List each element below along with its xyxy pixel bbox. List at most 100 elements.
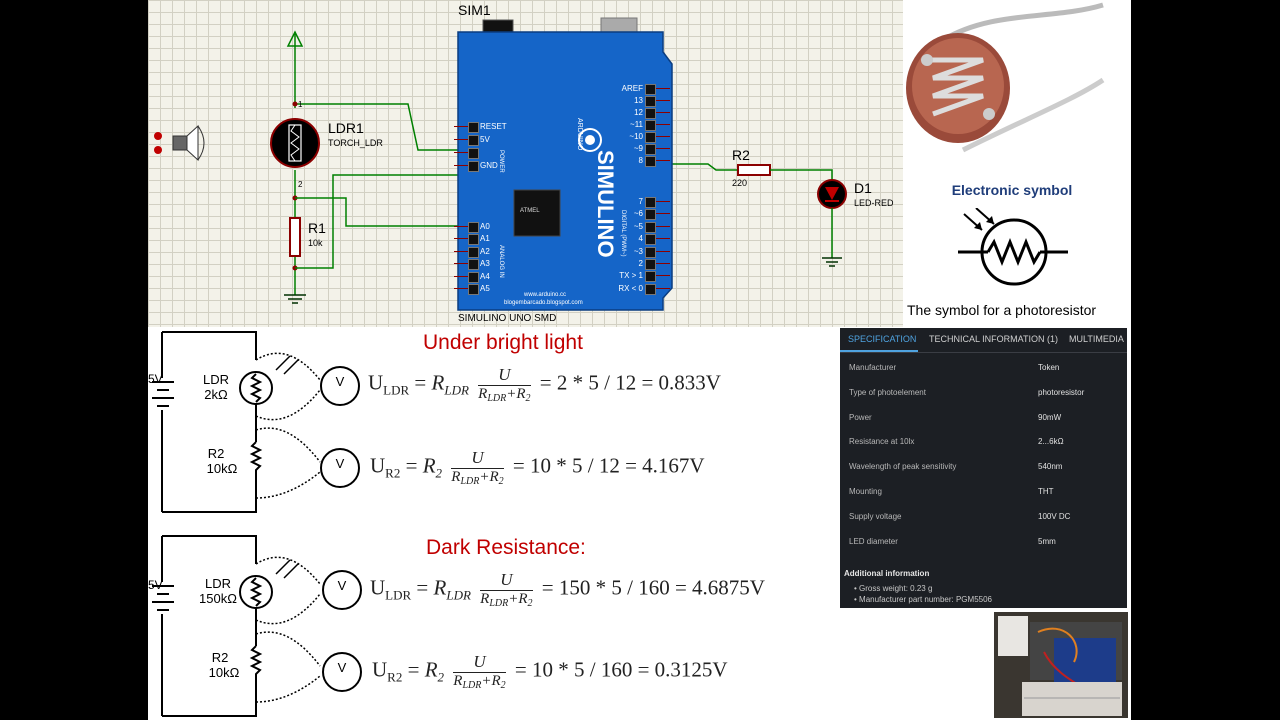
digital-pin-label: ~6 <box>633 209 643 219</box>
analog-pin-label: A5 <box>480 284 490 293</box>
spec-value: 2...6kΩ <box>1038 437 1064 447</box>
analog-label: ANALOG IN <box>498 245 504 278</box>
pin-socket <box>645 221 656 233</box>
dark-r2-label: R2 <box>211 650 229 665</box>
analog-pin-label: A3 <box>480 259 490 269</box>
spec-key: Resistance at 10lx <box>849 437 915 447</box>
bright-battery-label: 5V <box>148 372 163 386</box>
digital-pin-label: ~11 <box>630 120 643 129</box>
pin-lead <box>656 250 670 252</box>
analog-pin-label: A1 <box>480 234 490 244</box>
pin-socket <box>468 246 479 258</box>
pin-lead <box>656 201 670 202</box>
pin-socket <box>468 284 479 295</box>
bright-ldr-value: 2kΩ <box>204 387 228 402</box>
pin-socket <box>645 108 656 119</box>
r1-value: 10k <box>308 238 323 248</box>
bright-title: Under bright light <box>423 331 583 354</box>
digital-pin-label: RX < 0 <box>618 283 643 293</box>
pin-lead <box>656 88 670 89</box>
digital-pin-label: 12 <box>634 108 643 117</box>
pin-socket <box>645 271 656 283</box>
pin-socket <box>468 222 479 233</box>
analog-pin-label: A4 <box>480 271 490 281</box>
chip-text: ATMEL <box>520 208 540 214</box>
r2-name: R2 <box>732 147 750 163</box>
pin-socket <box>468 271 479 283</box>
bright-ldr-label: LDR <box>202 372 229 387</box>
ldr-name: LDR1 <box>328 120 364 136</box>
symbol-caption-title: Electronic symbol <box>951 182 1073 198</box>
r2-value: 220 <box>732 178 748 188</box>
pin-lead <box>454 263 468 265</box>
spec-value: 90mW <box>1038 412 1062 422</box>
additional-info-item: • Gross weight: 0.23 g <box>854 584 933 593</box>
dark-meter-2: V <box>337 660 347 675</box>
bright-r2-label: R2 <box>207 446 225 461</box>
bright-r2-value: 10kΩ <box>206 461 238 476</box>
ldr-model: TORCH_LDR <box>328 138 383 148</box>
symbol-caption: The symbol for a photoresistor <box>907 302 1097 318</box>
footer-text-2: blogembarcado.blogspot.com <box>504 300 583 306</box>
slide-content: SIM1 LDR1 TORCH_LDR 1 2 R1 10k R2 220 D1… <box>148 0 1131 720</box>
digital-pin-label: ~10 <box>629 132 643 141</box>
spec-key: Mounting <box>849 487 882 496</box>
pin-socket <box>468 122 479 133</box>
footer-text-1: www.arduino.cc <box>524 292 567 298</box>
photoresistor-symbol-icon <box>958 208 1068 286</box>
pin-lead <box>656 238 670 240</box>
tab-specification[interactable]: SPECIFICATION <box>848 334 917 344</box>
pin-socket <box>645 197 656 208</box>
power-pin-label: GND <box>480 161 498 170</box>
pin-socket <box>468 234 479 246</box>
pin-socket <box>468 148 479 159</box>
pin-lead <box>454 126 468 127</box>
pin-lead <box>454 152 468 153</box>
pin-socket <box>645 84 656 95</box>
pin-lead <box>656 112 670 113</box>
pin-lead <box>454 238 468 240</box>
d1-name: D1 <box>854 180 872 196</box>
dark-ldr-value: 150kΩ <box>199 591 237 606</box>
digital-pin-label: TX > 1 <box>619 271 643 281</box>
pin-lead <box>454 250 468 252</box>
pin-lead <box>656 287 670 289</box>
pin-socket <box>645 156 656 167</box>
bright-meter-1: V <box>335 374 345 389</box>
spec-key: Wavelength of peak sensitivity <box>849 462 957 472</box>
pin-socket <box>645 209 656 221</box>
pin-socket <box>645 234 656 246</box>
pin-socket <box>468 135 479 146</box>
pin-lead <box>656 148 670 149</box>
breadboard-photo <box>994 612 1128 718</box>
pin-lead <box>656 136 670 137</box>
spec-value: 5mm <box>1038 536 1056 546</box>
pin-lead <box>656 100 670 101</box>
pin-lead <box>656 124 670 125</box>
spec-value: 100V DC <box>1038 511 1071 521</box>
power-label: POWER <box>498 150 504 173</box>
pin-lead <box>454 226 468 227</box>
pin-socket <box>645 246 656 258</box>
digital-pin-label: 13 <box>634 96 643 105</box>
tab-technical-information[interactable]: TECHNICAL INFORMATION (1) <box>929 334 1059 344</box>
pin-socket <box>645 132 656 143</box>
bright-circuit-diagram <box>152 331 360 513</box>
sim-label: SIM1 <box>458 2 491 18</box>
analog-pin-label: A2 <box>480 246 490 256</box>
ldr-pin2: 2 <box>298 180 303 189</box>
pin-socket <box>645 96 656 107</box>
pin-lead <box>656 213 670 215</box>
pin-socket <box>645 283 656 295</box>
pin-lead <box>656 160 670 161</box>
tab-multimedia[interactable]: MULTIMEDIA <box>1069 334 1124 344</box>
tab-divider <box>840 352 1127 353</box>
dark-ldr-label: LDR <box>204 576 231 591</box>
